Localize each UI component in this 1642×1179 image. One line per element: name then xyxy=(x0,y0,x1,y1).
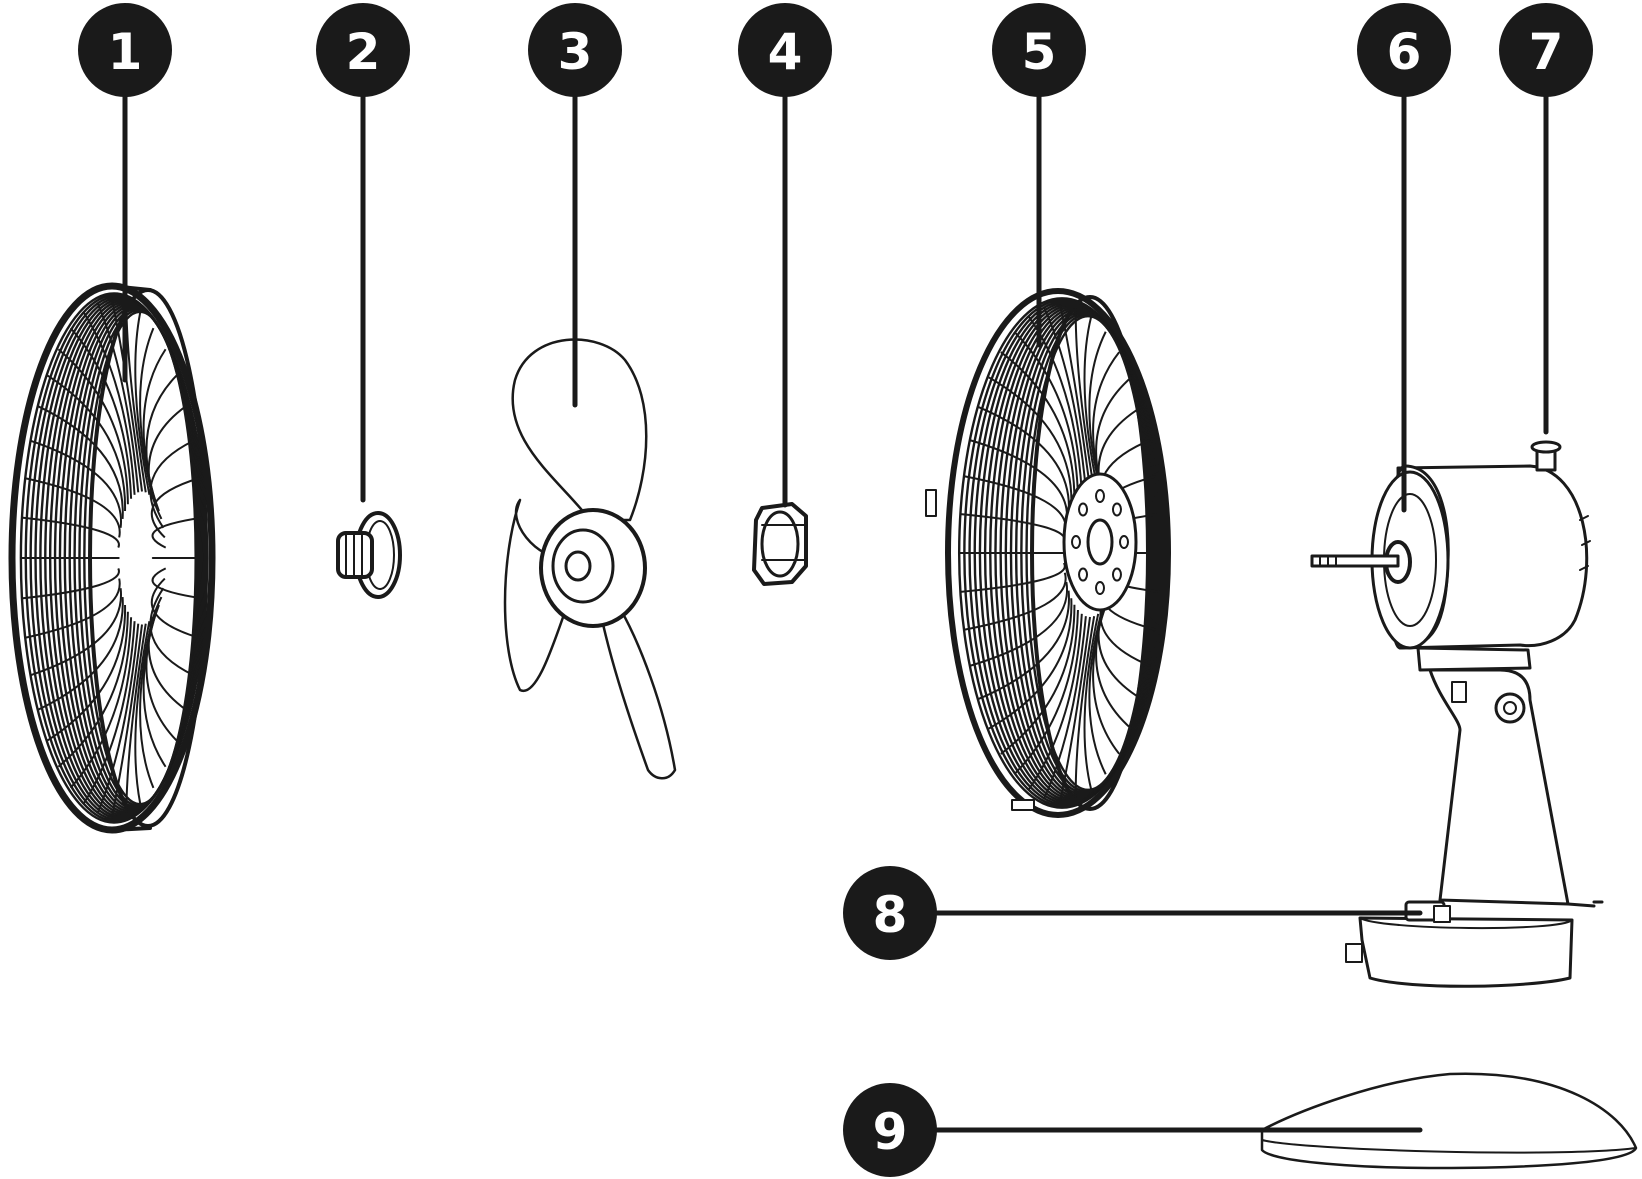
grille-spoke xyxy=(1059,616,1091,802)
grille-spoke xyxy=(147,405,187,520)
oscillation-knob-icon xyxy=(1530,440,1562,472)
fan-blade-icon xyxy=(503,338,677,780)
grille-spoke xyxy=(960,562,1066,593)
grille-spoke xyxy=(978,590,1070,700)
grille-spoke xyxy=(96,302,140,493)
callout-1-label: 1 xyxy=(108,23,143,81)
callout-8-label: 8 xyxy=(873,886,908,944)
grille-hub-hole xyxy=(1078,502,1089,517)
grille-spoke xyxy=(964,572,1067,631)
callout-6-label: 6 xyxy=(1387,23,1422,81)
grille-spoke xyxy=(37,405,124,519)
callout-7: 7 xyxy=(1499,3,1593,97)
callout-1: 1 xyxy=(78,3,172,97)
grille-spoke xyxy=(149,587,194,677)
grille-spoke xyxy=(82,621,136,804)
grille-spoke xyxy=(978,406,1070,516)
grille-hub-hole xyxy=(1095,581,1105,595)
callout-8: 8 xyxy=(843,866,937,960)
callout-4-label: 4 xyxy=(768,23,803,81)
grille-spoke xyxy=(25,578,121,639)
grille-spoke xyxy=(46,605,127,742)
callout-2-label: 2 xyxy=(346,23,381,81)
grille-spoke xyxy=(30,588,122,677)
motor-stand-assembly xyxy=(1310,440,1604,988)
grille-spoke xyxy=(82,312,136,495)
grille-spoke xyxy=(1083,613,1100,790)
grille-spoke xyxy=(111,299,143,492)
grille-spoke xyxy=(21,516,120,549)
grille-spoke xyxy=(125,623,147,813)
grille-hub-hole xyxy=(1111,502,1122,517)
grille-spoke xyxy=(1013,331,1079,497)
grille-spoke xyxy=(69,327,133,499)
grille-hub-hole xyxy=(1095,489,1105,503)
grille-spoke xyxy=(57,348,129,505)
grille-hub-hole xyxy=(1078,567,1089,582)
grille-spoke xyxy=(149,439,194,529)
grille-spoke xyxy=(1083,316,1100,493)
callout-9: 9 xyxy=(843,1083,937,1177)
grille-spoke xyxy=(142,611,167,768)
callout-7-label: 7 xyxy=(1529,23,1564,81)
grille-hub-hole xyxy=(1111,567,1122,582)
front-grille-icon xyxy=(8,282,216,834)
grille-spoke xyxy=(1013,609,1079,775)
spinner-cap-icon xyxy=(336,511,402,599)
grille-hub-hole xyxy=(1071,535,1081,549)
grille-spoke xyxy=(1000,351,1076,502)
grille-spoke xyxy=(1043,616,1087,799)
grille-spoke xyxy=(151,516,203,549)
grille-spoke xyxy=(30,439,122,528)
grille-spoke xyxy=(1028,613,1083,790)
grille-nut-icon xyxy=(752,502,808,586)
grille-spoke xyxy=(1088,609,1107,775)
grille-spoke xyxy=(134,312,151,495)
grille-spoke xyxy=(69,617,133,789)
grille-spoke xyxy=(1074,307,1096,490)
callout-6: 6 xyxy=(1357,3,1451,97)
grille-spoke xyxy=(111,624,143,817)
grille-spoke xyxy=(969,581,1069,667)
leader-lines xyxy=(122,67,1549,1133)
grille-spoke xyxy=(46,374,127,511)
grille-spoke xyxy=(1043,307,1087,490)
base-cover-icon xyxy=(1260,1072,1638,1170)
callout-3: 3 xyxy=(528,3,622,97)
grille-spoke xyxy=(1000,604,1076,755)
motor-shaft-icon xyxy=(1310,470,1450,650)
grille-spoke xyxy=(96,623,140,814)
grille-spoke xyxy=(988,598,1073,730)
grille-spoke xyxy=(1074,616,1096,799)
grille-spoke xyxy=(1059,304,1091,490)
callout-5-label: 5 xyxy=(1022,23,1057,81)
grille-spoke xyxy=(139,617,155,789)
callout-9-label: 9 xyxy=(873,1103,908,1161)
callout-5: 5 xyxy=(992,3,1086,97)
callout-3-label: 3 xyxy=(558,23,593,81)
grille-hub-hole xyxy=(1119,535,1129,549)
grille-spoke xyxy=(57,611,129,768)
grille-spoke xyxy=(145,374,178,512)
grille-spoke xyxy=(1088,331,1107,497)
callout-2: 2 xyxy=(316,3,410,97)
grille-spoke xyxy=(988,376,1073,508)
grille-spoke xyxy=(1092,604,1120,755)
callout-4: 4 xyxy=(738,3,832,97)
grille-spoke xyxy=(37,597,124,711)
grille-spoke xyxy=(151,567,203,600)
grille-spoke xyxy=(25,477,121,538)
grille-spoke xyxy=(134,621,151,804)
grille-spoke xyxy=(147,596,187,711)
grille-spoke xyxy=(21,567,120,600)
rear-grille-icon xyxy=(925,288,1171,818)
